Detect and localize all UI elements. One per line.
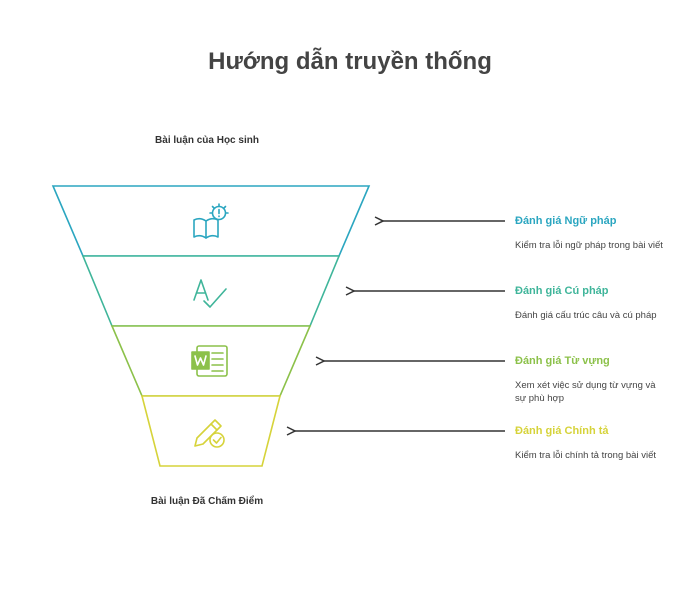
book-alert-icon xyxy=(193,203,229,239)
stage-desc-syntax: Đánh giá cấu trúc câu và cú pháp xyxy=(515,310,657,321)
funnel-output-label: Bài luận Đã Chấm Điểm xyxy=(150,496,264,507)
funnel-input-label: Bài luận của Học sinh xyxy=(155,135,259,146)
spell-check-icon xyxy=(193,279,227,308)
stage-title-spelling: Đánh giá Chính tả xyxy=(515,425,609,437)
funnel-stage-1 xyxy=(51,185,371,257)
stage-desc-vocabulary: Xem xét việc sử dụng từ vựng và sự phù h… xyxy=(515,380,656,404)
stage-title-syntax: Đánh giá Cú pháp xyxy=(515,285,609,297)
funnel-stage-2 xyxy=(81,255,341,327)
pencil-check-icon xyxy=(194,419,225,448)
page-title: Hướng dẫn truyền thống xyxy=(208,48,492,75)
funnel-stage-4 xyxy=(140,395,282,467)
stage-title-vocabulary: Đánh giá Từ vựng xyxy=(515,355,610,367)
funnel-stage-3 xyxy=(110,325,312,397)
word-document-icon xyxy=(191,345,228,377)
stage-desc-spelling: Kiểm tra lỗi chính tả trong bài viết xyxy=(515,450,656,461)
stage-title-grammar: Đánh giá Ngữ pháp xyxy=(515,215,617,227)
stage-desc-grammar: Kiểm tra lỗi ngữ pháp trong bài viết xyxy=(515,240,663,251)
